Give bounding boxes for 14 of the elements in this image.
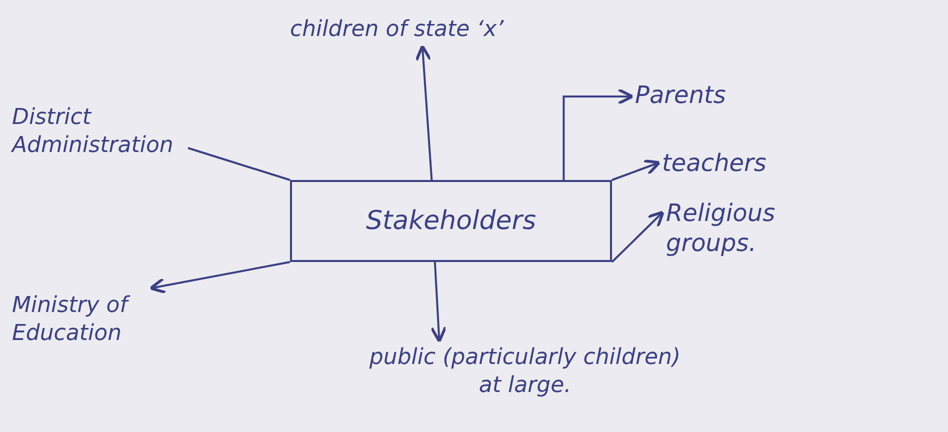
stakeholder-label: Religious groups. [666, 198, 856, 258]
arrow [430, 262, 447, 343]
arrow [149, 261, 290, 294]
stakeholder-label: public (particularly children) at large. [360, 344, 690, 399]
stakeholder-label: children of state ‘x’ [290, 16, 504, 44]
stakeholder-label: Parents [635, 80, 726, 110]
stakeholder-label: District Administration [12, 104, 184, 159]
stakeholder-label: Ministry of Education [12, 292, 212, 347]
stakeholder-box: Stakeholders [290, 180, 612, 262]
arrow [611, 210, 664, 263]
arrow [562, 88, 634, 180]
stakeholder-label: teachers [662, 148, 766, 178]
arrow [612, 159, 661, 181]
arrow [414, 44, 433, 180]
